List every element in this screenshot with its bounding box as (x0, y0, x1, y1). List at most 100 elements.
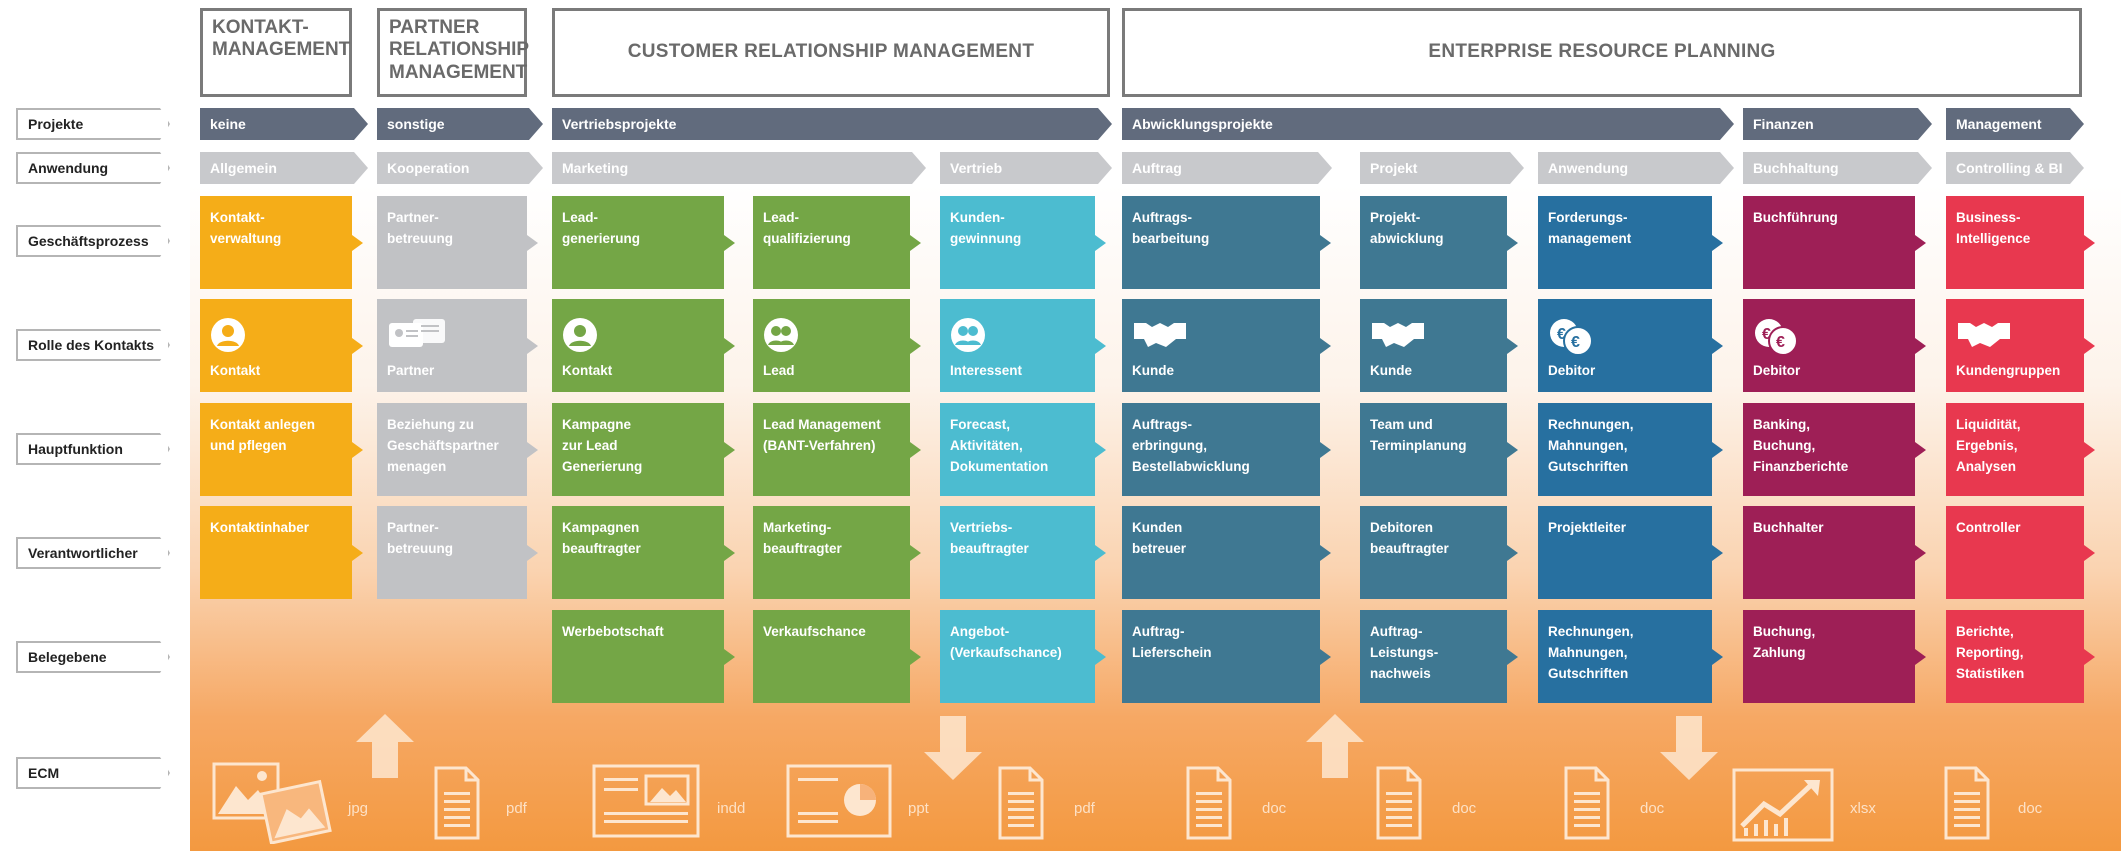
rolle-lead: Lead (753, 299, 921, 392)
header-erp: ENTERPRISE RESOURCE PLANNING (1122, 8, 2082, 97)
verantwortlicher-controller: Controller (1946, 506, 2095, 599)
hauptfunktion-team: Team und Terminplanung (1360, 403, 1518, 496)
euro-coins-icon: €€ (1753, 317, 1801, 364)
file-extension-label: pdf (1074, 800, 1095, 817)
projekte-sonstige: sonstige (377, 108, 543, 140)
hauptfunktion-lead: Lead Management (BANT-Verfahren) (753, 403, 921, 496)
belegebene-text: Buchung, Zahlung (1753, 624, 1816, 660)
hauptfunktion-text: Rechnungen, Mahnungen, Gutschriften (1548, 417, 1634, 474)
verantwortlicher-text: Kampagnen beauftragter (562, 520, 641, 556)
belegebene-lieferschein: Auftrag- Lieferschein (1122, 610, 1331, 703)
rolle-kunde1: Kunde (1122, 299, 1331, 392)
chart-icon (1732, 768, 1834, 847)
file-extension-label: ppt (908, 800, 929, 817)
file-extension-label: indd (717, 800, 746, 817)
geschaeftsprozess-text: Lead- qualifizierung (763, 210, 851, 246)
projekte-abwicklungsprojekte: Abwicklungsprojekte (1122, 108, 1734, 140)
hauptfunktion-text: Kontakt anlegen und pflegen (210, 417, 316, 453)
anwendung-projekt: Projekt (1360, 152, 1524, 184)
verantwortlicher-partner: Partner- betreuung (377, 506, 538, 599)
anwendung-auftrag: Auftrag (1122, 152, 1332, 184)
verantwortlicher-buchhalter: Buchhalter (1743, 506, 1926, 599)
hauptfunktion-kontakt: Kontakt anlegen und pflegen (200, 403, 363, 496)
geschaeftsprozess-text: Auftrags- bearbeitung (1132, 210, 1210, 246)
verantwortlicher-vertrieb: Vertriebs- beauftragter (940, 506, 1106, 599)
svg-text:€: € (1557, 326, 1566, 343)
hauptfunktion-text: Auftrags- erbringung, Bestellabwicklung (1132, 417, 1250, 474)
belegebene-text: Verkaufschance (763, 624, 866, 639)
rolle-text: Kunde (1370, 363, 1412, 379)
belegebene-text: Rechnungen, Mahnungen, Gutschriften (1548, 624, 1634, 681)
verantwortlicher-text: Projektleiter (1548, 520, 1627, 535)
handshake-icon (1132, 317, 1188, 356)
projekte-vertriebsprojekte: Vertriebsprojekte (552, 108, 1112, 140)
projekte-finanzen: Finanzen (1743, 108, 1932, 140)
projekte-keine: keine (200, 108, 368, 140)
file-extension-label: doc (2018, 800, 2043, 817)
geschaeftsprozess-lead-qual: Lead- qualifizierung (753, 196, 921, 289)
belegebene-text: Auftrag- Lieferschein (1132, 624, 1212, 660)
document-icon (434, 766, 480, 845)
rolle-text: Kunde (1132, 363, 1174, 379)
file-extension-label: jpg (348, 800, 369, 817)
rolle-text: Lead (763, 363, 795, 379)
svg-text:€: € (1571, 334, 1580, 351)
svg-text:€: € (1762, 326, 1771, 343)
file-extension-label: pdf (506, 800, 527, 817)
arrow-down-icon (924, 716, 982, 785)
verantwortlicher-kunden: Kunden betreuer (1122, 506, 1331, 599)
rolle-text: Debitor (1548, 363, 1596, 379)
document-icon (1376, 766, 1422, 845)
document-icon (998, 766, 1044, 845)
anwendung-marketing: Marketing (552, 152, 926, 184)
hauptfunktion-text: Kampagne zur Lead Generierung (562, 417, 643, 474)
geschaeftsprozess-text: Partner- betreuung (387, 210, 453, 246)
rolle-debitor1: € € Debitor (1538, 299, 1723, 392)
document-icon (1186, 766, 1232, 845)
person-icon (210, 317, 246, 360)
verantwortlicher-kontakt: Kontaktinhaber (200, 506, 363, 599)
geschaeftsprozess-text: Projekt- abwicklung (1370, 210, 1444, 246)
belegebene-text: Angebot- (Verkaufschance) (950, 624, 1062, 660)
belegebene-verkaufschance: Verkaufschance (753, 610, 921, 703)
rolle-partner: Partner (377, 299, 538, 392)
rolle-kunde2: Kunde (1360, 299, 1518, 392)
file-extension-label: doc (1640, 800, 1665, 817)
rolle-kontakt: Kontakt (200, 299, 363, 392)
document-icon (1564, 766, 1610, 845)
geschaeftsprozess-kunden: Kunden- gewinnung (940, 196, 1106, 289)
geschaeftsprozess-bi: Business- Intelligence (1946, 196, 2095, 289)
belegebene-leistung: Auftrag- Leistungs- nachweis (1360, 610, 1518, 703)
verantwortlicher-text: Marketing- beauftragter (763, 520, 842, 556)
anwendung-allgemein: Allgemein (200, 152, 368, 184)
geschaeftsprozess-text: Kontakt- verwaltung (210, 210, 282, 246)
verantwortlicher-text: Buchhalter (1753, 520, 1824, 535)
business-card-icon (387, 317, 447, 360)
anwendung-vertrieb: Vertrieb (940, 152, 1112, 184)
svg-text:€: € (1776, 334, 1785, 351)
verantwortlicher-text: Debitoren beauftragter (1370, 520, 1449, 556)
arrow-down-icon (1660, 716, 1718, 785)
geschaeftsprozess-lead-gen: Lead- generierung (552, 196, 735, 289)
verantwortlicher-text: Kunden betreuer (1132, 520, 1187, 556)
hauptfunktion-text: Liquidität, Ergebnis, Analysen (1956, 417, 2021, 474)
header-crm: CUSTOMER RELATIONSHIP MANAGEMENT (552, 8, 1110, 97)
geschaeftsprozess-partner: Partner- betreuung (377, 196, 538, 289)
hauptfunktion-kampagne: Kampagne zur Lead Generierung (552, 403, 735, 496)
verantwortlicher-text: Controller (1956, 520, 2021, 535)
geschaeftsprozess-kontakt: Kontakt- verwaltung (200, 196, 363, 289)
verantwortlicher-debitoren: Debitoren beauftragter (1360, 506, 1518, 599)
hauptfunktion-partner: Beziehung zu Geschäftspartner menagen (377, 403, 538, 496)
row-label-verantwortlicher: Verantwortlicher (16, 537, 170, 569)
handshake-icon (1956, 317, 2012, 356)
file-extension-label: doc (1262, 800, 1287, 817)
rolle-text: Partner (387, 363, 435, 379)
verantwortlicher-text: Vertriebs- beauftragter (950, 520, 1029, 556)
geschaeftsprozess-text: Buchführung (1753, 210, 1838, 225)
geschaeftsprozess-text: Business- Intelligence (1956, 210, 2031, 246)
belegebene-text: Auftrag- Leistungs- nachweis (1370, 624, 1439, 681)
geschaeftsprozess-buchfuehrung: Buchführung (1743, 196, 1926, 289)
belegebene-rechnungen: Rechnungen, Mahnungen, Gutschriften (1538, 610, 1723, 703)
rolle-text: Kundengruppen (1956, 363, 2061, 379)
